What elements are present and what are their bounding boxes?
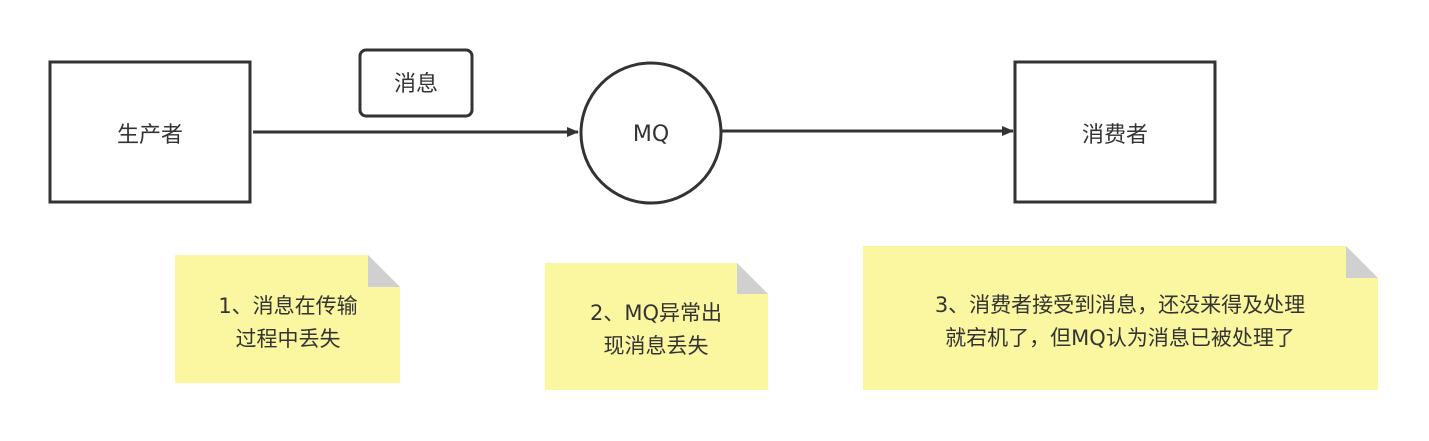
note-3-paper xyxy=(863,246,1378,390)
note-2-paper xyxy=(545,263,768,390)
message-tag: 消息 xyxy=(358,48,474,118)
message-label: 消息 xyxy=(394,72,438,97)
note-2-fold xyxy=(737,263,768,294)
consumer-label: 消费者 xyxy=(1082,123,1148,148)
note-2-line-2: 现消息丢失 xyxy=(604,334,709,358)
note-1-line-1: 1、消息在传输 xyxy=(218,294,357,318)
note-1-fold xyxy=(368,255,400,287)
note-2: 2、MQ异常出 现消息丢失 xyxy=(545,263,768,390)
note-1-paper xyxy=(175,255,400,383)
note-3-line-1: 3、消费者接受到消息，还没来得及处理 xyxy=(935,293,1305,317)
producer-box xyxy=(48,60,252,204)
producer-label: 生产者 xyxy=(117,123,183,148)
note-1-line-2: 过程中丢失 xyxy=(236,327,341,351)
note-3-line-2: 就宕机了，但MQ认为消息已被处理了 xyxy=(945,326,1295,350)
mq-label: MQ xyxy=(633,122,669,147)
note-3-fold xyxy=(1346,246,1378,278)
note-2-line-1: 2、MQ异常出 xyxy=(590,301,722,325)
consumer-node: 消费者 xyxy=(1013,60,1217,204)
note-1: 1、消息在传输 过程中丢失 xyxy=(175,255,400,383)
producer-node: 生产者 xyxy=(48,60,252,204)
mq-circle xyxy=(579,61,723,205)
message-box xyxy=(358,48,474,118)
mq-node: MQ xyxy=(579,61,723,205)
note-3: 3、消费者接受到消息，还没来得及处理 就宕机了，但MQ认为消息已被处理了 xyxy=(863,246,1378,390)
consumer-box xyxy=(1013,60,1217,204)
